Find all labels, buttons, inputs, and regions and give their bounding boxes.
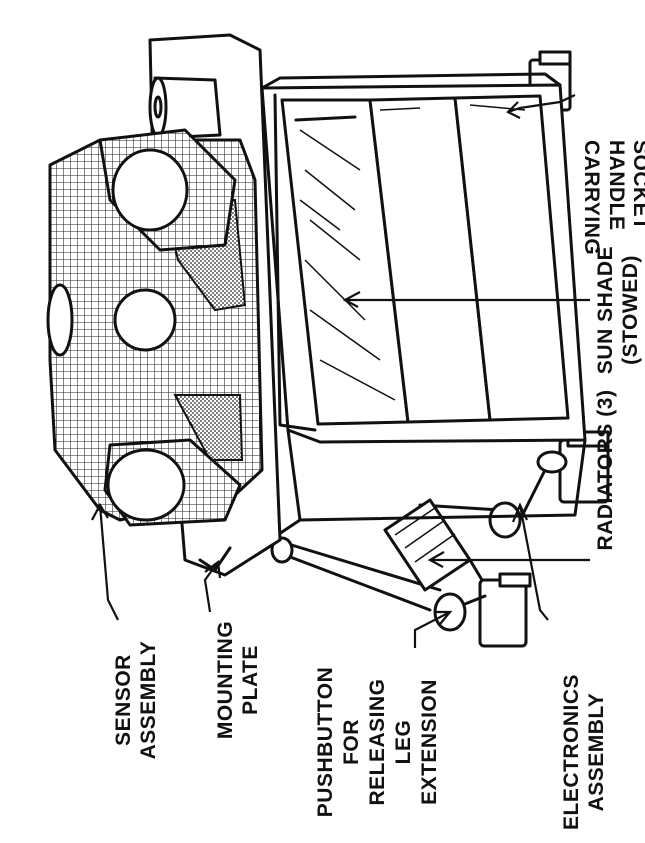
svg-text:PUSHBUTTON: PUSHBUTTON	[314, 667, 337, 817]
leader-carrying-handle	[506, 94, 576, 119]
leader-sensor-assembly	[91, 502, 119, 621]
svg-text:FOR: FOR	[340, 719, 363, 765]
svg-text:ELECTRONICS: ELECTRONICS	[560, 674, 583, 830]
svg-text:PLATE: PLATE	[239, 645, 262, 715]
leader-mounting-plate	[203, 559, 222, 613]
sensor-assembly	[46, 128, 264, 527]
svg-text:SUN SHADE: SUN SHADE	[594, 246, 617, 374]
svg-text:SOCKET: SOCKET	[629, 140, 645, 231]
svg-text:ASSEMBLY: ASSEMBLY	[585, 693, 608, 812]
svg-text:HANDLE: HANDLE	[605, 140, 628, 231]
radiator-panels	[280, 94, 570, 426]
label-radiators: RADIATORS (3)	[594, 390, 617, 551]
svg-text:LEG: LEG	[392, 720, 415, 765]
svg-text:EXTENSION: EXTENSION	[418, 679, 441, 805]
svg-text:MOUNTING: MOUNTING	[214, 621, 237, 739]
leg-extension-struts	[270, 498, 522, 612]
label-sensor-assembly: SENSOR ASSEMBLY	[112, 641, 160, 760]
svg-text:(STOWED): (STOWED)	[619, 255, 642, 365]
leader-pushbutton	[413, 610, 453, 648]
leader-radiators	[427, 551, 590, 568]
svg-text:SENSOR: SENSOR	[112, 654, 135, 746]
carrying-handle-socket	[148, 76, 222, 140]
label-carrying-handle-socket: CARRYING HANDLE SOCKET	[580, 140, 645, 255]
label-mounting-plate: MOUNTING PLATE	[214, 621, 262, 739]
label-sun-shade: SUN SHADE (STOWED)	[594, 246, 642, 374]
svg-text:RADIATORS (3): RADIATORS (3)	[594, 390, 617, 551]
svg-text:RELEASING: RELEASING	[366, 678, 389, 805]
label-electronics-assembly: ELECTRONICS ASSEMBLY	[560, 674, 608, 830]
label-pushbutton: PUSHBUTTON FOR RELEASING LEG EXTENSION	[314, 667, 441, 817]
leader-electronics	[511, 502, 549, 621]
leader-sun-shade	[342, 291, 590, 308]
svg-text:CARRYING: CARRYING	[580, 140, 603, 255]
svg-text:ASSEMBLY: ASSEMBLY	[137, 641, 160, 760]
